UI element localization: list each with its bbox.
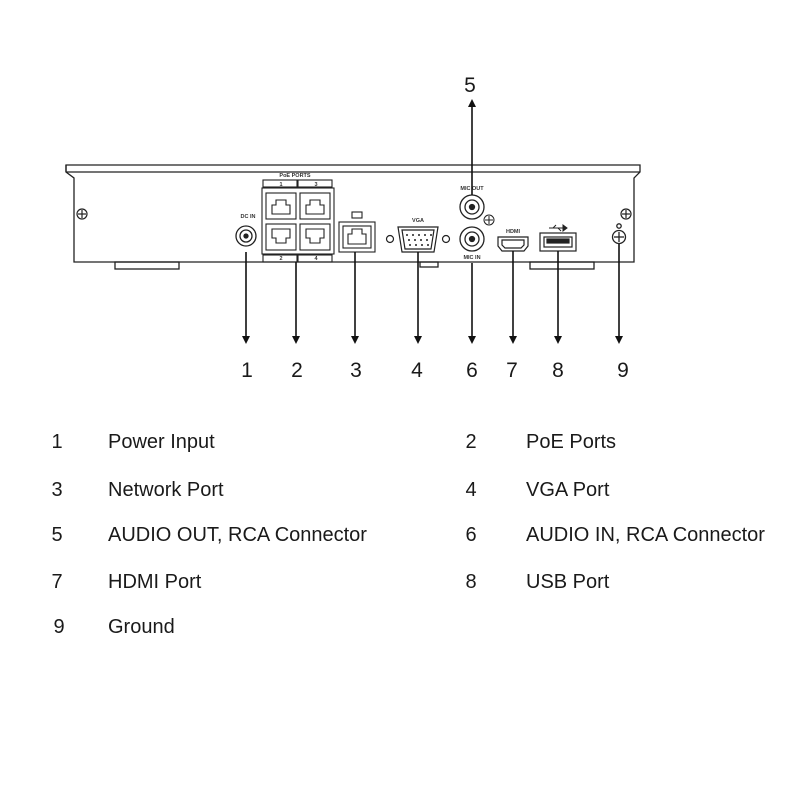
poe-ports-header: PoE PORTS [279,173,311,179]
usb-icon [549,224,568,232]
legend-number: 2 [465,431,477,453]
power-input-jack [235,225,257,247]
legend-label: HDMI Port [108,571,202,593]
legend-label: USB Port [526,571,610,593]
poe-port-number-2: 2 [279,256,282,262]
vga-label: VGA [412,218,424,224]
legend-label: Ground [108,616,175,638]
callout-5: 5 [464,74,476,97]
callout-leaders [242,99,623,344]
poe-ports-block: PoE PORTS 1 3 2 4 [261,173,335,263]
legend-label: VGA Port [526,479,610,501]
audio-in-rca [459,226,485,252]
callout-2: 2 [291,359,303,382]
legend-label: Power Input [108,431,215,453]
poe-port-number-4: 4 [314,256,318,262]
legend-number: 7 [51,571,63,593]
callout-1: 1 [241,359,253,382]
network-port [338,211,376,253]
legend-number: 1 [51,431,63,453]
poe-port-number-3: 3 [314,182,317,188]
hdmi-label: HDMI [506,229,521,235]
dc-in-label: DC IN [241,214,256,220]
poe-port-2 [265,223,297,251]
legend-number: 3 [51,479,63,501]
callout-8: 8 [552,359,564,382]
legend-label: AUDIO IN, RCA Connector [526,524,765,546]
chassis [65,164,641,270]
poe-port-1 [265,192,297,220]
ground-terminal [611,223,627,245]
callout-7: 7 [506,359,518,382]
legend-number: 8 [465,571,477,593]
legend-number: 6 [465,524,477,546]
mic-in-label: MIC IN [463,255,480,261]
poe-port-4 [299,223,331,251]
ground-symbol-small [483,214,495,226]
hdmi-port [497,236,529,252]
callout-3: 3 [350,359,362,382]
callout-6: 6 [466,359,478,382]
legend-label: AUDIO OUT, RCA Connector [108,524,367,546]
device-rear-panel-diagram: DC IN PoE PORTS 1 3 2 4 VGA [65,74,641,382]
poe-port-3 [299,192,331,220]
chassis-screw-left [76,208,88,220]
callout-9: 9 [617,359,629,382]
callout-4: 4 [411,359,423,382]
usb-port [539,232,577,252]
legend-number: 4 [465,479,477,501]
legend-number: 9 [53,616,65,638]
poe-port-number-1: 1 [279,182,282,188]
legend-number: 5 [51,524,63,546]
legend-label: Network Port [108,479,224,501]
chassis-screw-right [620,208,632,220]
legend-label: PoE Ports [526,431,617,453]
vga-port [385,226,451,253]
audio-out-rca [459,194,485,220]
